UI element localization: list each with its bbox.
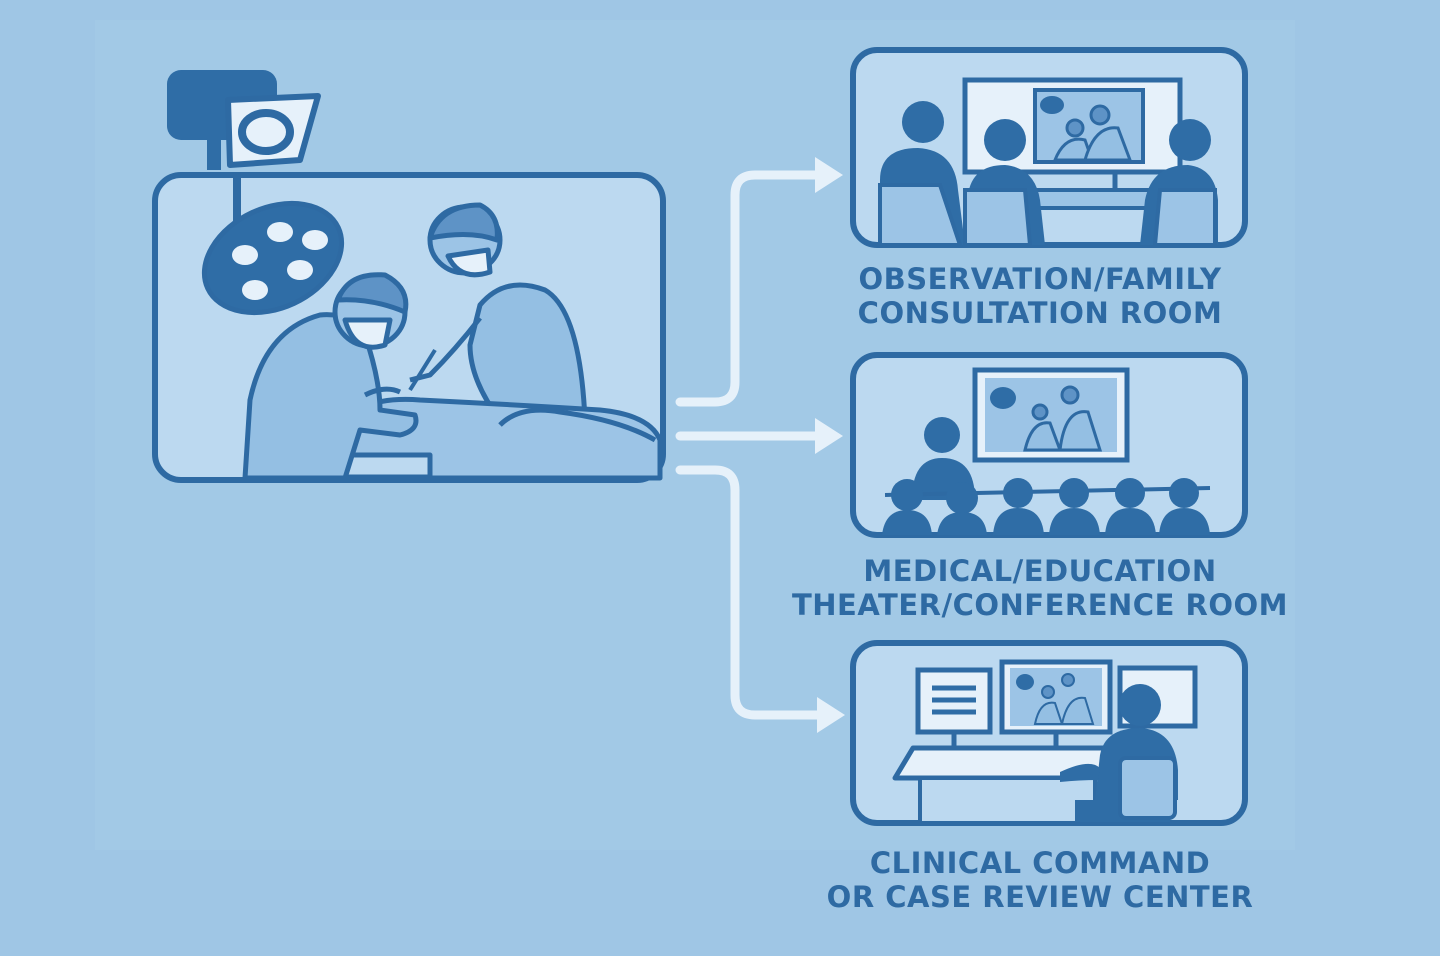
chair-icon <box>1118 756 1177 820</box>
arrow-to-observation <box>675 170 825 407</box>
label-line: CONSULTATION ROOM <box>857 296 1223 330</box>
arrowhead-command <box>817 697 845 733</box>
arrowhead-observation <box>815 157 843 193</box>
operating-room-panel <box>152 70 666 483</box>
audience-icon <box>882 478 1210 535</box>
command-center-panel <box>850 640 1248 826</box>
surgical-light-icon <box>201 200 345 316</box>
label-command-center: CLINICAL COMMAND OR CASE REVIEW CENTER <box>810 846 1270 914</box>
surgeon-icon <box>242 272 419 481</box>
label-theater: MEDICAL/EDUCATION THEATER/CONFERENCE ROO… <box>780 554 1300 622</box>
assistant-surgeon-icon <box>408 202 588 423</box>
label-line: CLINICAL COMMAND <box>869 846 1211 880</box>
camera-icon <box>167 70 321 170</box>
connector-arrows <box>675 170 827 720</box>
label-line: THEATER/CONFERENCE ROOM <box>792 588 1288 622</box>
wall-display-icon <box>972 367 1130 463</box>
stage-line <box>884 486 1211 497</box>
label-line: MEDICAL/EDUCATION <box>863 554 1217 588</box>
monitor-icon <box>915 659 1198 748</box>
label-line: OBSERVATION/FAMILY <box>858 262 1222 296</box>
theater-panel <box>850 352 1248 538</box>
label-line: OR CASE REVIEW CENTER <box>826 880 1254 914</box>
arrowhead-theater <box>815 418 843 454</box>
label-observation-room: OBSERVATION/FAMILY CONSULTATION ROOM <box>830 262 1250 330</box>
arrow-to-command <box>675 465 827 720</box>
arrow-heads <box>815 157 845 733</box>
observation-room-panel <box>850 47 1248 248</box>
